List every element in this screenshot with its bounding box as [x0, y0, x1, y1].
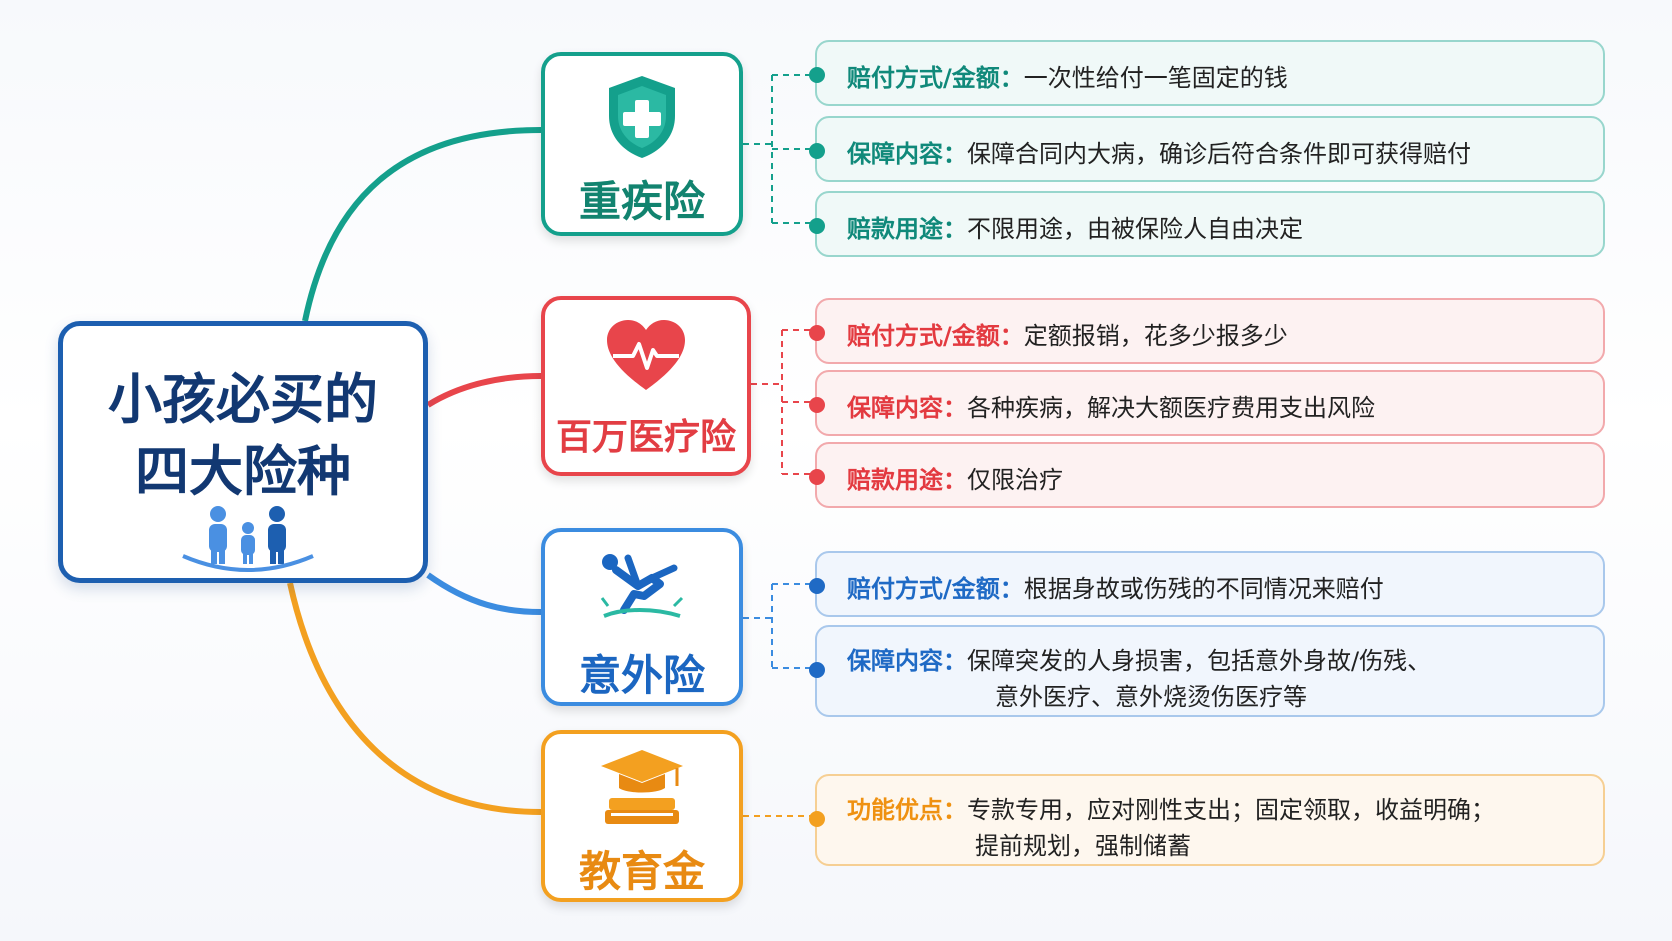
- detail-text: 定额报销，花多少报多少: [1023, 322, 1288, 350]
- detail-key: 赔付方式/金额：: [847, 575, 1024, 603]
- branch-curve-red: [426, 373, 542, 408]
- detail-row: 赔付方式/金额：定额报销，花多少报多少: [809, 298, 1605, 364]
- category-box-education: 教育金: [541, 730, 743, 902]
- shield-plus-icon: [609, 76, 675, 158]
- detail-key: 赔付方式/金额：: [847, 322, 1024, 350]
- category-box-medical: 百万医疗险: [541, 296, 751, 476]
- detail-row: 赔付方式/金额：一次性给付一笔固定的钱: [809, 40, 1605, 106]
- bullet-dot: [809, 143, 825, 159]
- bullet-dot: [809, 67, 825, 83]
- heart-pulse-icon: [607, 320, 685, 390]
- detail-row: 赔款用途：不限用途，由被保险人自由决定: [809, 191, 1605, 257]
- leaders-teal: [743, 74, 810, 224]
- bullet-dot: [809, 811, 825, 827]
- detail-text: 专款专用，应对刚性支出；固定领取，收益明确；: [967, 796, 1495, 824]
- detail-key: 功能优点：: [847, 796, 967, 824]
- family-icon: [182, 506, 314, 572]
- detail-key: 保障内容：: [847, 394, 967, 422]
- branch-curve-blue: [426, 572, 542, 615]
- detail-key: 赔款用途：: [847, 466, 967, 494]
- center-title-line2: 四大险种: [135, 440, 351, 503]
- center-title: 小孩必买的 四大险种: [63, 364, 423, 508]
- category-label: 教育金: [578, 847, 705, 896]
- leaders-red: [751, 329, 810, 475]
- detail-text: 保障合同内大病，确诊后符合条件即可获得赔付: [967, 140, 1471, 168]
- detail-row: 保障内容：保障合同内大病，确诊后符合条件即可获得赔付: [809, 116, 1605, 182]
- detail-key: 赔款用途：: [847, 215, 967, 243]
- category-box-critical-illness: 重疾险: [541, 52, 743, 236]
- center-topic-box: 小孩必买的 四大险种: [58, 321, 428, 583]
- bullet-dot: [809, 218, 825, 234]
- detail-row: 保障内容：各种疾病，解决大额医疗费用支出风险: [809, 370, 1605, 436]
- graduation-cap-books-icon: [601, 750, 683, 824]
- detail-row: 保障内容：保障突发的人身损害，包括意外身故/伤残、 意外医疗、意外烧烫伤医疗等: [809, 625, 1605, 717]
- bullet-dot: [809, 469, 825, 485]
- leaders-blue: [743, 583, 810, 669]
- detail-text-line2: 提前规划，强制储蓄: [975, 832, 1191, 860]
- bullet-dot: [809, 578, 825, 594]
- detail-key: 保障内容：: [847, 647, 967, 675]
- bullet-dot: [809, 662, 825, 678]
- detail-text: 保障突发的人身损害，包括意外身故/伤残、: [967, 647, 1432, 675]
- bullet-dot: [809, 325, 825, 341]
- falling-person-icon: [600, 554, 684, 618]
- detail-key: 保障内容：: [847, 140, 967, 168]
- detail-key: 赔付方式/金额：: [847, 64, 1024, 92]
- category-label: 意外险: [578, 651, 705, 700]
- detail-text: 根据身故或伤残的不同情况来赔付: [1023, 575, 1384, 603]
- category-label: 重疾险: [578, 177, 705, 226]
- detail-text: 不限用途，由被保险人自由决定: [967, 215, 1303, 243]
- category-label: 百万医疗险: [555, 417, 736, 458]
- category-box-accident: 意外险: [541, 528, 743, 706]
- branch-curve-teal: [302, 127, 542, 322]
- detail-row: 赔付方式/金额：根据身故或伤残的不同情况来赔付: [809, 551, 1605, 617]
- bullet-dot: [809, 397, 825, 413]
- detail-text: 仅限治疗: [967, 466, 1063, 494]
- detail-text-line2: 意外医疗、意外烧烫伤医疗等: [995, 683, 1307, 711]
- branch-curve-orange: [287, 582, 542, 815]
- detail-text: 一次性给付一笔固定的钱: [1023, 64, 1288, 92]
- center-title-line1: 小孩必买的: [108, 368, 378, 431]
- detail-row: 功能优点：专款专用，应对刚性支出；固定领取，收益明确； 提前规划，强制储蓄: [809, 774, 1605, 866]
- detail-row: 赔款用途：仅限治疗: [809, 442, 1605, 508]
- detail-text: 各种疾病，解决大额医疗费用支出风险: [967, 394, 1375, 422]
